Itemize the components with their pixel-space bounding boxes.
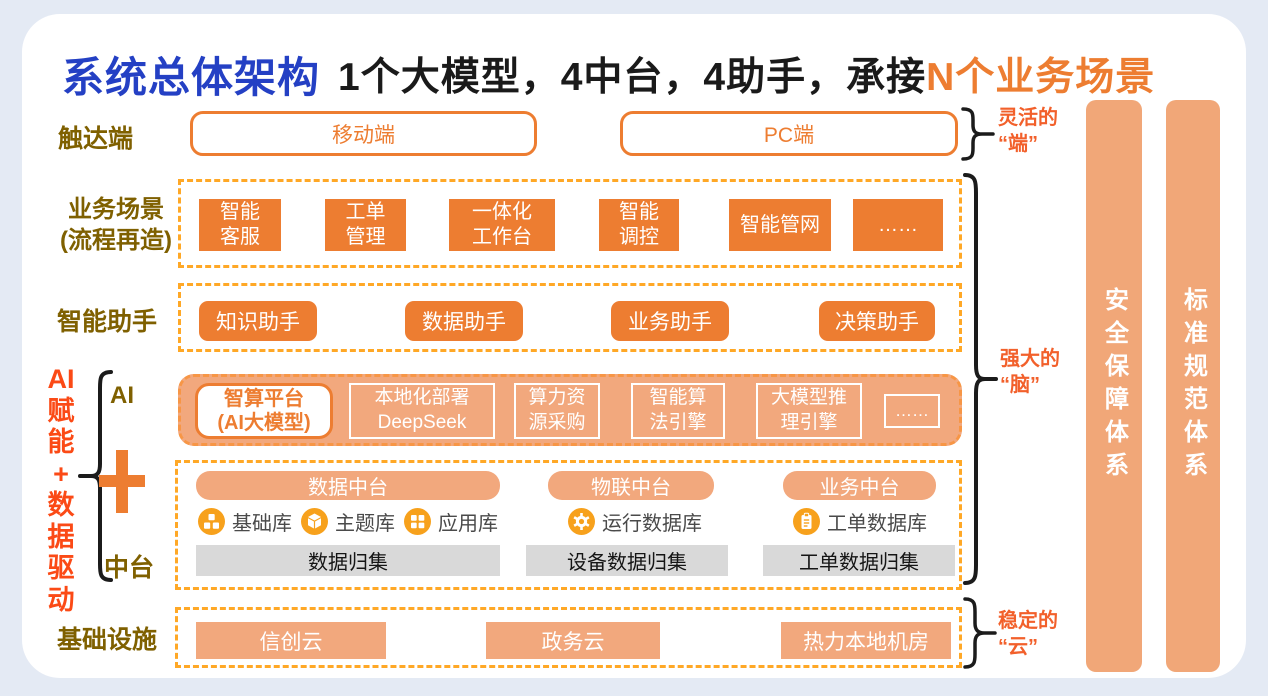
brace-yun: [963, 597, 997, 669]
row-label-assistants: 智能助手: [57, 308, 158, 336]
ai-box: 本地化部署 DeepSeek: [349, 383, 495, 439]
ai-box: 算力资 源采购: [514, 383, 600, 439]
row-label-middle: 中台: [104, 554, 155, 582]
db-row: 工单数据库: [793, 504, 927, 538]
infra-box: 政务云: [486, 622, 660, 659]
side-bar-standards: 标准规范体系: [1166, 100, 1220, 672]
annotation-nao: 强大的 “脑”: [1000, 348, 1060, 396]
assistant-box: 业务助手: [611, 301, 729, 341]
ai-band: 智算平台 (AI大模型) 本地化部署 DeepSeek 算力资 源采购 智能算 …: [178, 374, 962, 446]
assistant-box: 决策助手: [819, 301, 935, 341]
row-label-ai: AI: [110, 382, 134, 409]
ai-box-ellipsis: ……: [884, 394, 940, 428]
db-item: 工单数据库: [793, 507, 927, 536]
infra-group: 信创云 政务云 热力本地机房: [175, 607, 962, 668]
platform-pill: 业务中台: [783, 471, 936, 500]
clipboard-icon: [793, 507, 820, 535]
scene-box: 智能管网: [729, 199, 831, 251]
ai-box: 大模型推 理引擎: [756, 383, 862, 439]
db-item: 主题库: [301, 507, 395, 536]
middle-platform-group: 数据中台 基础库 主题库: [175, 460, 962, 590]
platform-pill: 数据中台: [196, 471, 500, 500]
ai-platform-box: 智算平台 (AI大模型): [195, 383, 333, 439]
left-banner-ai-data: AI 赋 能 + 数 据 驱 动: [47, 364, 75, 616]
side-bar-security: 安全保障体系: [1086, 100, 1142, 672]
scene-box: 一体化 工作台: [449, 199, 555, 251]
collect-bar: 设备数据归集: [526, 545, 728, 576]
platform-pill: 物联中台: [548, 471, 714, 500]
assistant-box: 知识助手: [199, 301, 317, 341]
db-item: 应用库: [404, 507, 498, 536]
assistant-box: 数据助手: [405, 301, 523, 341]
brace-nao: [963, 173, 998, 585]
row-label-scenes: 业务场景 (流程再造): [60, 196, 172, 255]
row-label-infra: 基础设施: [57, 626, 158, 654]
collect-bar: 数据归集: [196, 545, 500, 576]
scenes-group: 智能 客服 工单 管理 一体化 工作台 智能 调控 智能管网 ……: [178, 179, 962, 268]
cube-icon: [301, 507, 328, 535]
mobile-terminal-box: 移动端: [190, 111, 537, 156]
assistants-group: 知识助手 数据助手 业务助手 决策助手: [178, 283, 962, 352]
page-title: 系统总体架构: [62, 54, 321, 101]
infra-box: 热力本地机房: [781, 622, 951, 659]
gear-icon: [568, 507, 595, 535]
ai-box: 智能算 法引擎: [631, 383, 725, 439]
subtitle-orange: N个业务场景: [926, 56, 1156, 99]
page-subtitle: 1个大模型，4中台，4助手，承接N个业务场景: [338, 46, 1155, 102]
infra-box: 信创云: [196, 622, 386, 659]
db-row: 基础库 主题库 应用库: [198, 504, 498, 538]
db-row: 运行数据库: [568, 504, 702, 538]
db-item: 运行数据库: [568, 507, 702, 536]
annotation-duan: 灵活的 “端”: [998, 107, 1058, 155]
collect-bar: 工单数据归集: [763, 545, 955, 576]
annotation-yun: 稳定的 “云”: [998, 610, 1058, 658]
grid-icon: [404, 507, 431, 535]
subtitle-black: 1个大模型，4中台，4助手，承接: [338, 56, 927, 99]
scene-box: 智能 客服: [199, 199, 281, 251]
pc-terminal-box: PC端: [620, 111, 958, 156]
brace-duan: [961, 107, 995, 161]
blocks-icon: [198, 507, 225, 535]
row-label-touch: 触达端: [58, 125, 134, 153]
scene-box: 智能 调控: [599, 199, 679, 251]
scene-box-ellipsis: ……: [853, 199, 943, 251]
scene-box: 工单 管理: [325, 199, 406, 251]
db-item: 基础库: [198, 507, 292, 536]
left-brace: [78, 370, 113, 582]
